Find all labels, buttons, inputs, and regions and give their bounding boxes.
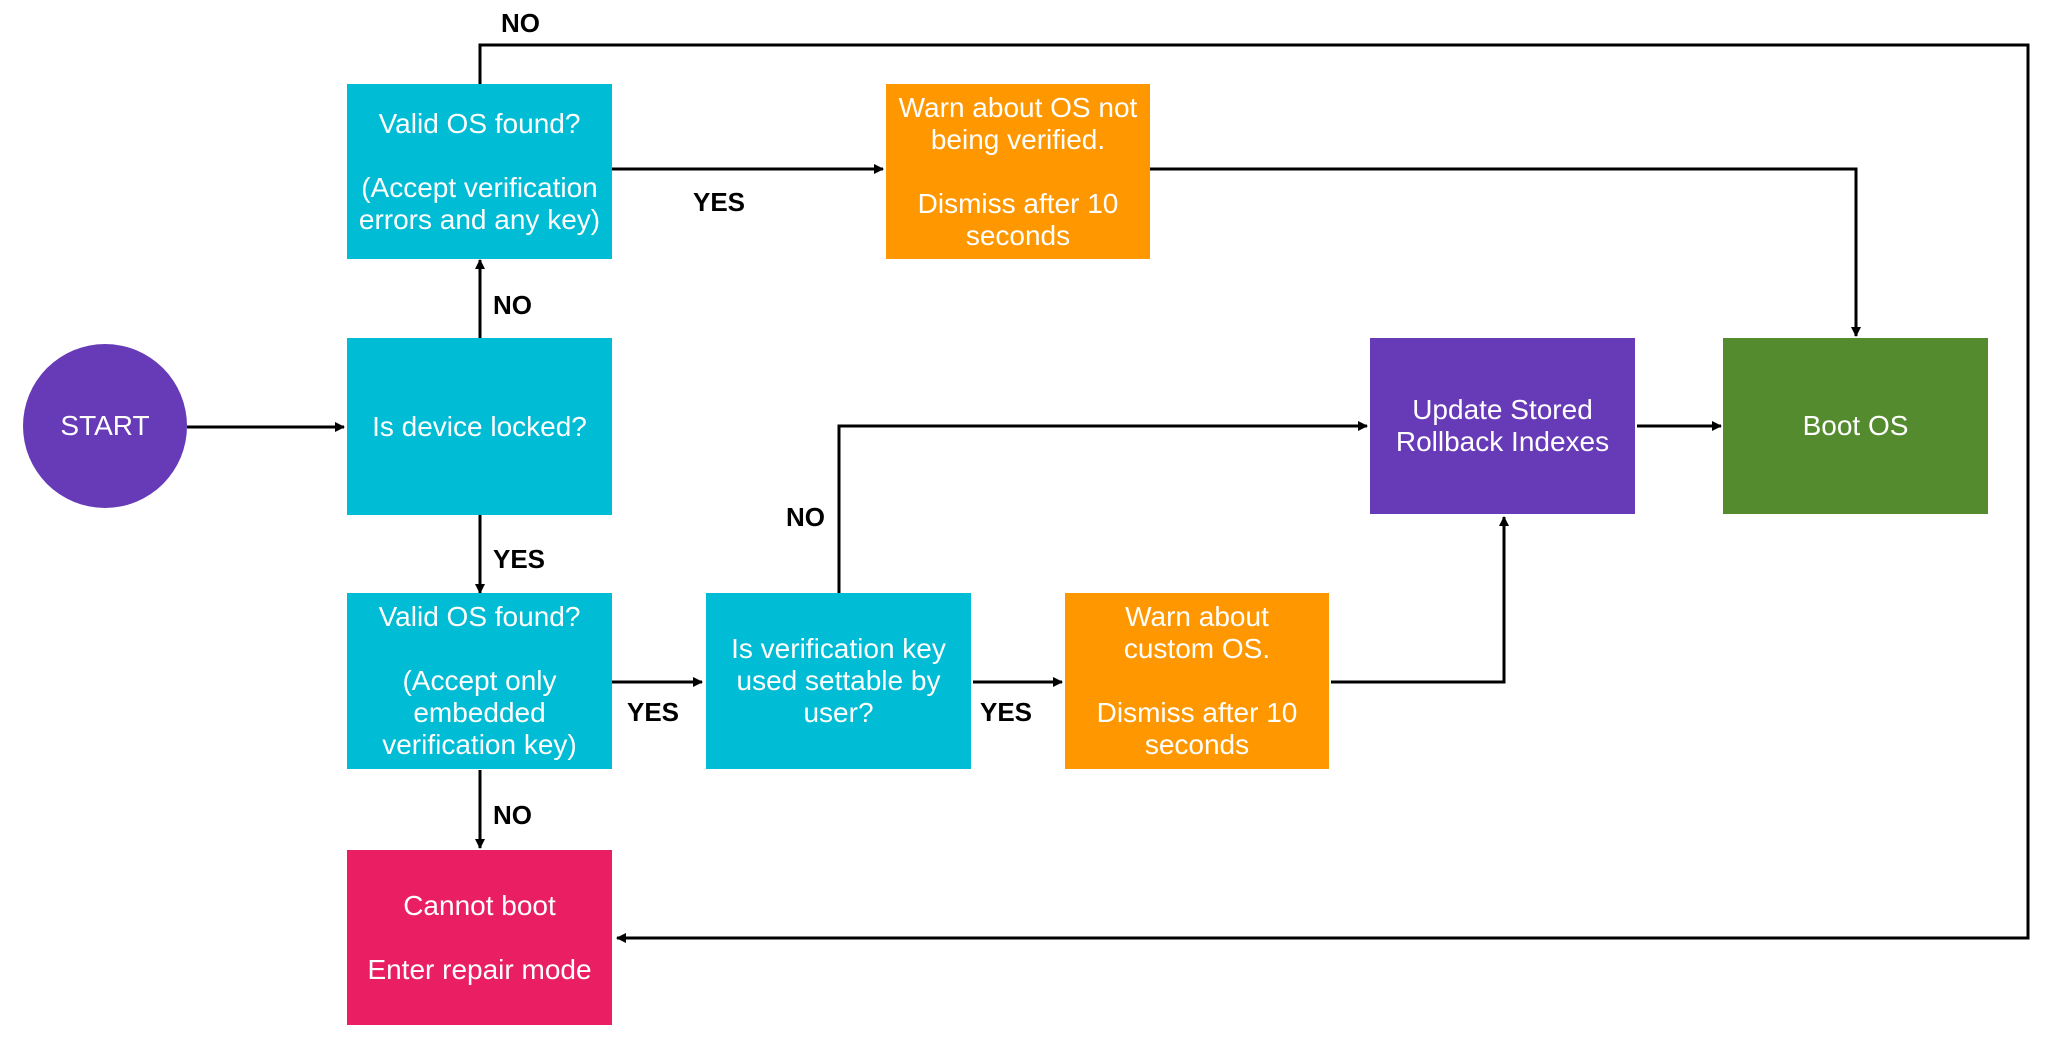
label-locked-no: NO [493, 290, 532, 320]
node-text-line: Boot OS [1802, 410, 1909, 441]
is-device-locked-node: Is device locked? [347, 338, 612, 515]
label-yes-warn: YES [693, 187, 746, 217]
node-text-line: Warn about OS not [898, 91, 1138, 123]
node-text-line: custom OS. [1123, 633, 1271, 664]
node-text-line: Is verification key [731, 633, 946, 664]
start-node: START [23, 344, 187, 508]
edge-warn-to-boot [1150, 167, 1861, 337]
node-text-line: used settable by [736, 665, 941, 696]
node-text-line: Dismiss after 10 [917, 187, 1119, 219]
node-text-line: (Accept only [402, 665, 557, 696]
label-settable-yes: YES [980, 697, 1033, 727]
edge-key-settable-to-update [837, 421, 1368, 593]
node-text-line: errors and any key) [358, 203, 601, 235]
node-text-line: Warn about [1125, 601, 1269, 632]
node-text-line: Valid OS found? [378, 601, 581, 632]
node-text-line: Cannot boot [403, 889, 556, 921]
node-text-line: Update Stored [1412, 394, 1593, 425]
label-top-no: NO [501, 8, 540, 38]
node-text-line: START [60, 410, 150, 441]
node-text-line: user? [803, 697, 874, 728]
node-text-line: seconds [1144, 729, 1250, 760]
label-locked-yes: YES [493, 544, 546, 574]
label-valid-yes: YES [627, 697, 680, 727]
edge-warn-custom-to-update [1331, 516, 1509, 684]
node-text-line: Enter repair mode [367, 953, 592, 985]
label-settable-no: NO [786, 502, 825, 532]
node-text-line: seconds [965, 219, 1071, 251]
node-text-line: embedded [413, 697, 546, 728]
node-text-line: being verified. [930, 123, 1106, 155]
node-text-line: Dismiss after 10 [1096, 697, 1298, 728]
node-text-line: verification key) [382, 729, 577, 760]
node-text-line: Is device locked? [372, 410, 587, 442]
boot-os-node: Boot OS [1723, 338, 1988, 514]
edge-valid-any-to-cannot-boot [478, 43, 2030, 943]
label-embedded-no: NO [493, 800, 532, 830]
node-text-line: (Accept verification [361, 171, 598, 203]
node-text-line: Valid OS found? [378, 107, 581, 139]
node-text-line: Rollback Indexes [1395, 426, 1610, 457]
